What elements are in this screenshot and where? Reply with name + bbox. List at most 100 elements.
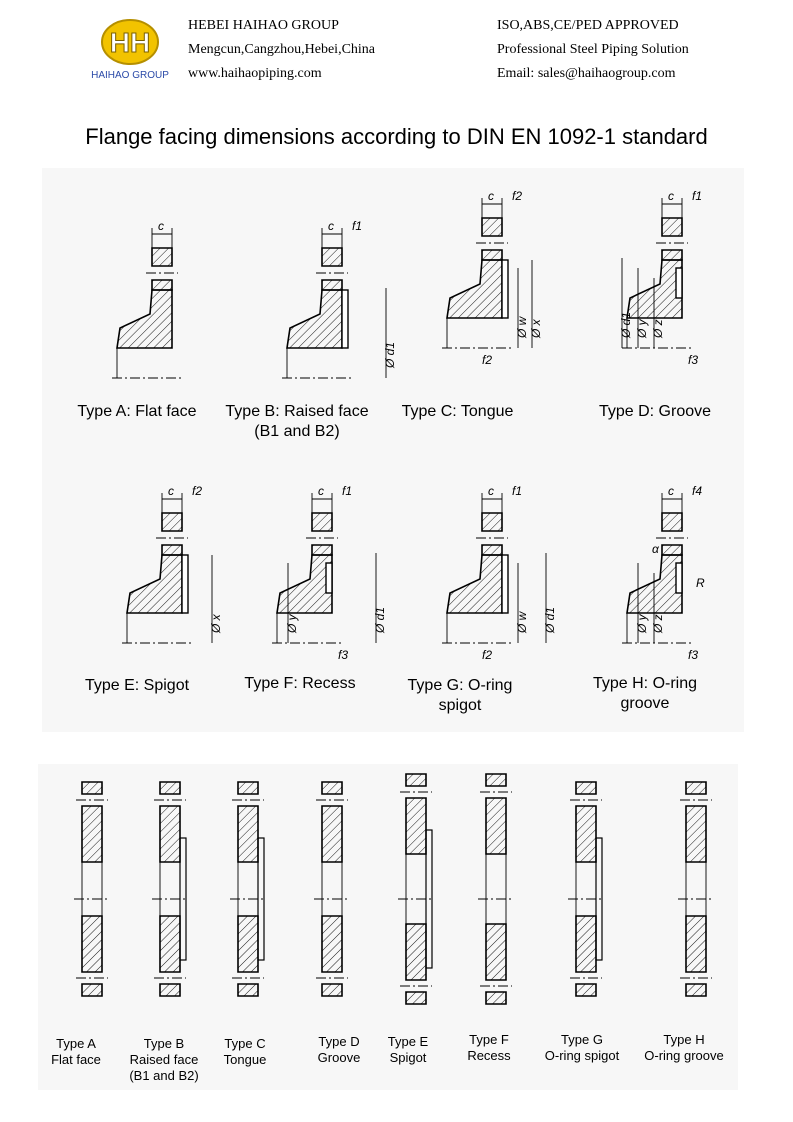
bottom-bolt-ring (159, 983, 181, 997)
raised-face (501, 259, 509, 319)
dim-c: c (328, 219, 334, 233)
dim-c: c (168, 484, 174, 498)
type-a-detail: c (112, 219, 182, 379)
hub-section (126, 554, 183, 614)
dim-z: Ø z (651, 614, 665, 634)
bolt-ring-top (481, 512, 503, 532)
dim-y: Ø y (635, 318, 649, 339)
company-name: HEBEI HAIHAO GROUP (188, 18, 339, 33)
top-bolt-ring (575, 781, 597, 795)
approvals: ISO,ABS,CE/PED APPROVED (497, 18, 679, 33)
dim-r: R (696, 576, 705, 590)
dim-f2: f2 (192, 484, 202, 498)
type-b-label: Type B: Raised face (225, 403, 369, 420)
recess-face (675, 267, 683, 299)
face-step (179, 837, 187, 961)
bolt-ring-top (161, 512, 183, 532)
bottom-bolt-ring (485, 991, 507, 1005)
type-h-label-sub: groove (620, 695, 670, 712)
section-e-label: Type E (387, 1034, 429, 1049)
section-a-drawing (74, 781, 110, 997)
dim-f2: f2 (482, 353, 492, 367)
top-bolt-ring (237, 781, 259, 795)
raised-face (341, 289, 349, 349)
hub-section (286, 289, 343, 349)
bottom-hub-section (159, 915, 181, 973)
section-f-label: Type F (469, 1032, 509, 1047)
bolt-ring-lower (151, 279, 173, 291)
letterhead: HH HAIHAO GROUP HEBEI HAIHAO GROUP Mengc… (0, 0, 793, 100)
hub-section (116, 289, 173, 349)
section-c-drawing (230, 781, 266, 997)
section-f-label-sub: Recess (467, 1048, 511, 1063)
section-a-label: Type A (56, 1036, 96, 1051)
section-f-drawing (478, 773, 514, 1005)
dim-d1: Ø d1 (383, 342, 397, 369)
bottom-bolt-ring (321, 983, 343, 997)
type-e-label: Type E: Spigot (84, 677, 190, 694)
top-bolt-ring (321, 781, 343, 795)
dim-c: c (318, 484, 324, 498)
flange-sections-panel (38, 764, 738, 1090)
section-d-label: Type D (318, 1034, 360, 1049)
dim-d1: Ø d1 (619, 312, 633, 339)
top-bolt-ring (485, 773, 507, 787)
type-a-label: Type A: Flat face (77, 403, 197, 420)
type-g-label: Type G: O-ring (407, 677, 513, 694)
raised-face (181, 554, 189, 614)
top-hub-section (405, 797, 427, 855)
top-bolt-ring (159, 781, 181, 795)
dim-f3: f3 (688, 353, 698, 367)
top-hub-section (685, 805, 707, 863)
dim-z: Ø z (651, 319, 665, 339)
dim-f2: f2 (482, 648, 492, 662)
dim-y: Ø y (635, 613, 649, 634)
dim-f1: f1 (352, 219, 362, 233)
raised-face (501, 554, 509, 614)
section-d-label-sub: Groove (317, 1050, 361, 1065)
bolt-ring-lower (661, 544, 683, 556)
flange-sections-drawing (74, 773, 714, 1005)
section-h-label-sub: O-ring groove (644, 1048, 724, 1063)
face-step (257, 837, 265, 961)
section-b-drawing (152, 781, 188, 997)
dim-alpha: α (652, 542, 660, 556)
bottom-bolt-ring (237, 983, 259, 997)
bottom-hub-section (685, 915, 707, 973)
section-b-label: Type B (143, 1036, 185, 1051)
face-step (595, 837, 603, 961)
dim-y: Ø y (285, 613, 299, 634)
recess-face (325, 562, 333, 594)
dim-d1: Ø d1 (543, 607, 557, 634)
dim-w: Ø w (515, 315, 529, 339)
bolt-ring-lower (661, 249, 683, 261)
hub-section (276, 554, 333, 614)
contact-email[interactable]: Email: sales@haihaogroup.com (497, 66, 676, 81)
company-website[interactable]: www.haihaopiping.com (188, 66, 322, 81)
bolt-ring-top (661, 512, 683, 532)
section-g-label: Type G (561, 1032, 603, 1047)
type-h-label: Type H: O-ring (592, 675, 698, 692)
top-hub-section (237, 805, 259, 863)
hub-section (626, 259, 683, 319)
section-g-drawing (568, 781, 604, 997)
dim-f1: f1 (342, 484, 352, 498)
page-title: Flange facing dimensions according to DI… (85, 124, 708, 149)
dim-f1: f1 (512, 484, 522, 498)
bolt-ring-lower (481, 544, 503, 556)
bolt-ring-lower (321, 279, 343, 291)
dim-c: c (488, 189, 494, 203)
bottom-hub-section (237, 915, 259, 973)
dim-f3: f3 (338, 648, 348, 662)
section-a-label-sub: Flat face (51, 1052, 101, 1067)
dim-x: Ø x (529, 318, 543, 339)
top-bolt-ring (405, 773, 427, 787)
bottom-bolt-ring (81, 983, 103, 997)
section-b-label-sub: Raised face (129, 1052, 199, 1067)
